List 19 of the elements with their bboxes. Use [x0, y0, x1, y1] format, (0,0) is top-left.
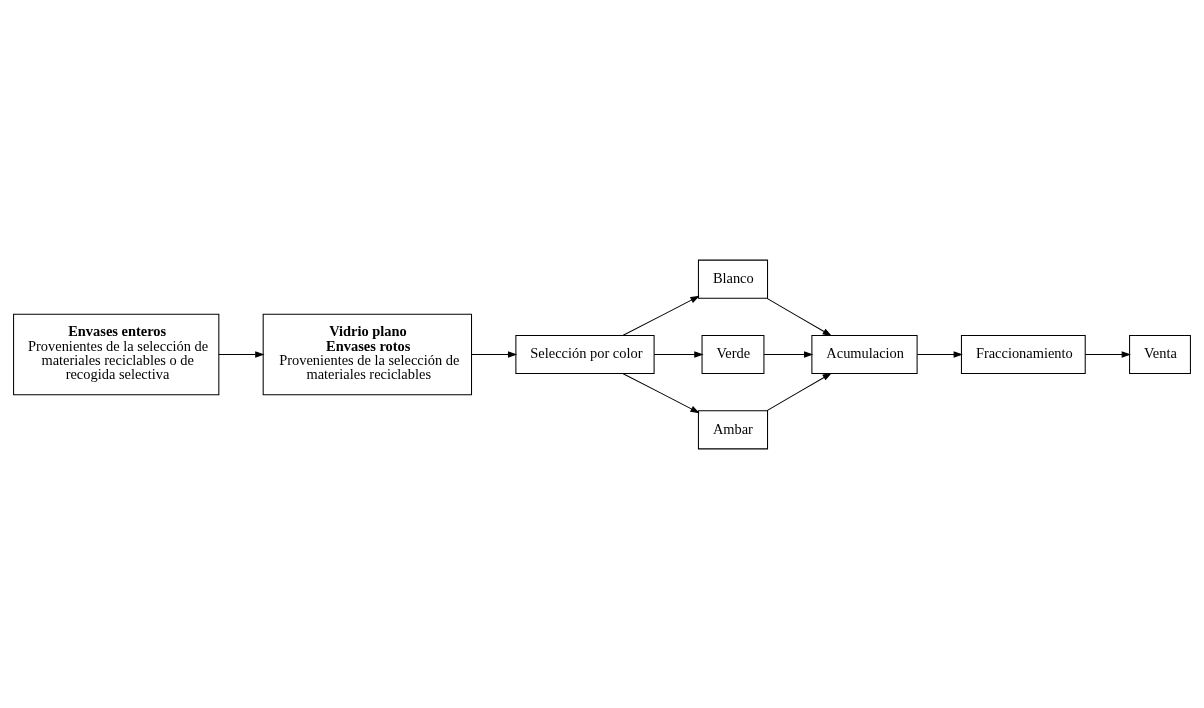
node-box: Blanco	[697, 259, 769, 299]
arrow	[653, 350, 704, 358]
node-box: Envases enteros Provenientes de la selección de materiales reciclables o de recogida selectiva	[13, 313, 220, 395]
node-box: Venta	[1129, 334, 1191, 374]
arrow	[766, 372, 832, 411]
arrow	[1084, 350, 1131, 358]
node-box: Fraccionamiento	[960, 334, 1086, 374]
node-box: Vidrio plano Envases rotos Provenientes de la selección de materiales reciclables	[262, 313, 473, 395]
arrow	[766, 297, 832, 336]
node-box: Selección por color	[515, 334, 655, 374]
node-box: Acumulacion	[811, 334, 918, 374]
arrow	[763, 350, 814, 358]
arrow	[622, 372, 700, 413]
node-box: Verde	[701, 334, 765, 374]
arrow	[471, 350, 518, 358]
node-box: Ambar	[697, 409, 769, 449]
arrow	[916, 350, 963, 358]
arrow	[218, 350, 265, 358]
arrow	[622, 295, 700, 336]
